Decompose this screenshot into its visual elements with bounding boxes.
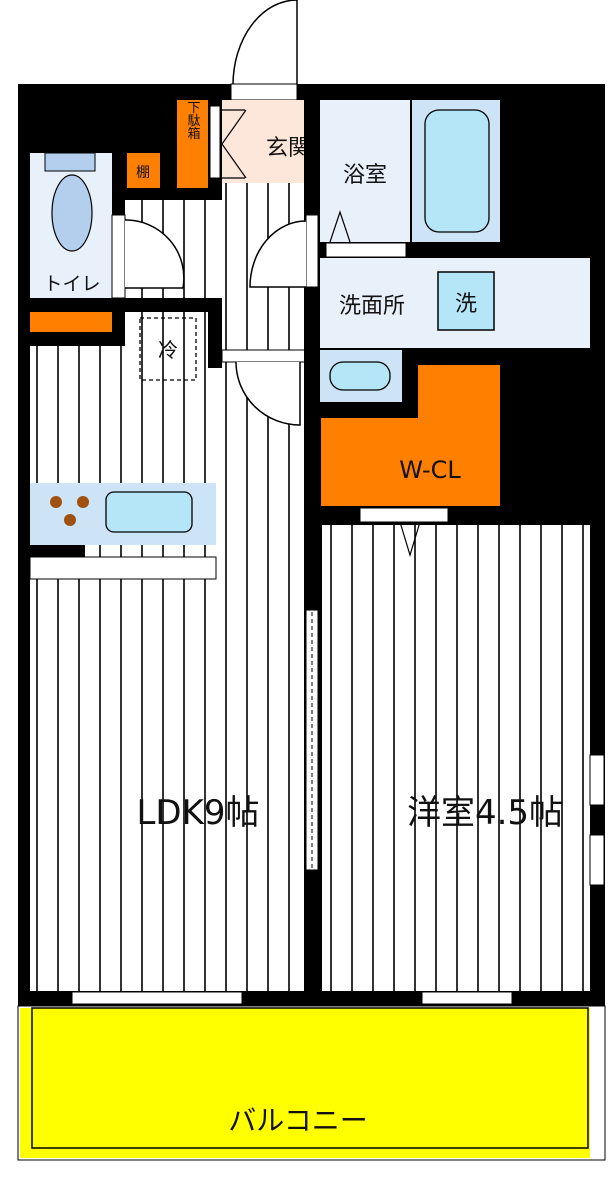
shoe-cabinet	[177, 100, 208, 188]
interior-wall	[30, 298, 125, 311]
closet-door[interactable]	[399, 521, 421, 558]
fridge-space	[139, 317, 197, 381]
toilet-tank-icon	[44, 152, 96, 172]
bathroom-door-frame	[325, 242, 407, 258]
stove-burner-icon	[64, 514, 76, 526]
entrance-area	[222, 100, 305, 183]
side-window[interactable]	[589, 834, 605, 886]
closet-door-frame	[359, 507, 449, 523]
shelf-label: 棚	[136, 165, 150, 181]
entrance-label: 玄関	[266, 136, 310, 161]
interior-wall	[125, 188, 222, 200]
interior-wall	[30, 332, 125, 346]
balcony-rail	[31, 1007, 589, 1149]
hallway-step	[222, 183, 305, 203]
bathroom	[320, 100, 410, 242]
washing-machine	[437, 271, 495, 331]
balcony-window-ldk[interactable]	[71, 991, 243, 1005]
ldk-door-frame	[221, 349, 306, 363]
walk-in-closet	[321, 365, 500, 506]
ldk-label: LDK9帖	[136, 793, 259, 833]
storage-shelf	[30, 312, 112, 332]
toilet-bowl-icon	[51, 174, 93, 252]
side-window[interactable]	[589, 754, 605, 806]
bathtub-icon	[424, 109, 490, 233]
bathroom-label: 浴室	[343, 163, 387, 188]
entry-door[interactable]	[232, 0, 298, 86]
toilet-door-frame	[111, 214, 126, 299]
shoe-cabinet-label: 下駄箱	[185, 101, 201, 140]
shoe-cabinet-door	[209, 105, 221, 179]
sink-icon	[329, 361, 391, 391]
balcony-label: バルコニー	[228, 1104, 367, 1137]
entry-door-opening	[230, 83, 298, 101]
washroom-door[interactable]	[249, 220, 307, 288]
closet-door-icon	[221, 109, 247, 179]
western-room-label: 洋室4.5帖	[407, 793, 563, 833]
interior-wall	[112, 298, 125, 346]
walk-in-closet-label: W-CL	[399, 456, 461, 484]
western-room-floor	[322, 525, 590, 991]
bathroom-door[interactable]	[329, 210, 351, 243]
ldk-floor	[30, 345, 304, 991]
interior-wall	[208, 298, 222, 368]
toilet-door[interactable]	[124, 219, 185, 289]
washer-label: 洗	[455, 292, 477, 317]
stove-burner-icon	[77, 496, 89, 508]
toilet-label: トイレ	[43, 273, 100, 295]
ldk-door[interactable]	[235, 361, 301, 426]
stove-burner-icon	[50, 496, 62, 508]
interior-wall	[30, 545, 85, 557]
fridge-label: 冷	[158, 338, 178, 362]
washroom-label: 洗面所	[339, 294, 405, 319]
balcony-window-room[interactable]	[421, 991, 513, 1005]
interior-wall	[125, 298, 221, 312]
kitchen-counter-top	[29, 556, 217, 580]
shelf	[127, 153, 160, 189]
balcony	[20, 1008, 590, 1158]
kitchen-sink-icon	[105, 491, 193, 533]
washroom-door-frame	[305, 214, 319, 288]
